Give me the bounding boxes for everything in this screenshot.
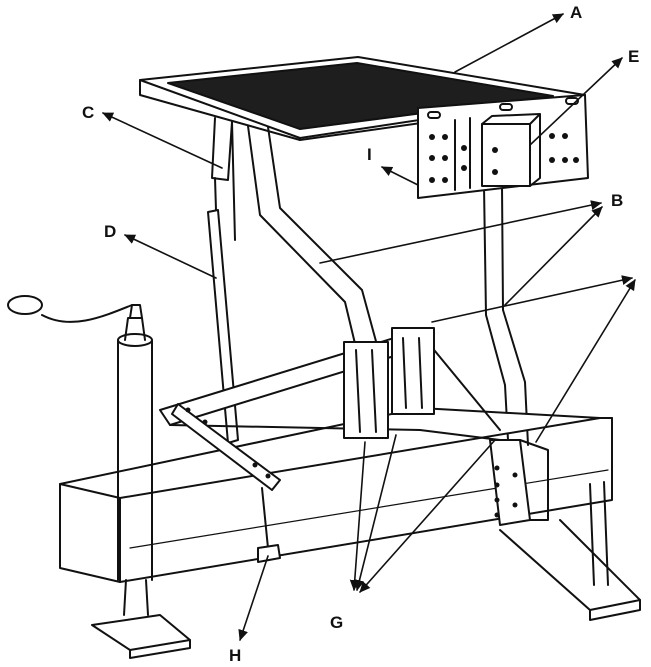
arrow-to-i: [381, 166, 419, 186]
leader-arrows: [102, 13, 636, 641]
table-top: [139, 56, 586, 141]
curved-post: [247, 125, 378, 353]
arrow-to-b-2: [504, 206, 603, 306]
label-c: C: [82, 103, 95, 122]
brace-bar: [207, 209, 239, 444]
label-b: B: [611, 191, 624, 210]
arrow-to-e: [529, 57, 623, 146]
hitch-strap: [171, 403, 281, 563]
rear-foot: [499, 481, 641, 621]
label-a: A: [570, 3, 583, 22]
arrow-to-g-2: [354, 434, 397, 591]
arrow-to-c: [102, 112, 223, 169]
label-e: E: [628, 47, 640, 66]
label-h: H: [229, 646, 242, 665]
straight-post: [483, 185, 529, 446]
rear-post: [211, 117, 236, 241]
label-d: D: [104, 222, 117, 241]
label-i: I: [367, 145, 372, 164]
label-g: G: [330, 613, 344, 632]
main-beam: [59, 407, 613, 583]
arrow-upper-right-2: [535, 279, 636, 443]
arrow-upper-right-1: [431, 275, 633, 323]
arrow-to-d: [124, 234, 217, 279]
arrow-to-a: [454, 13, 564, 73]
mounting-plate: [417, 94, 589, 199]
clamp-brackets: [343, 327, 549, 526]
arrow-to-g-3: [359, 439, 496, 593]
arrow-to-h: [238, 555, 269, 641]
arrow-to-g-1: [349, 441, 366, 591]
jack-stand: [7, 295, 191, 659]
arrow-to-b-1: [319, 200, 602, 264]
